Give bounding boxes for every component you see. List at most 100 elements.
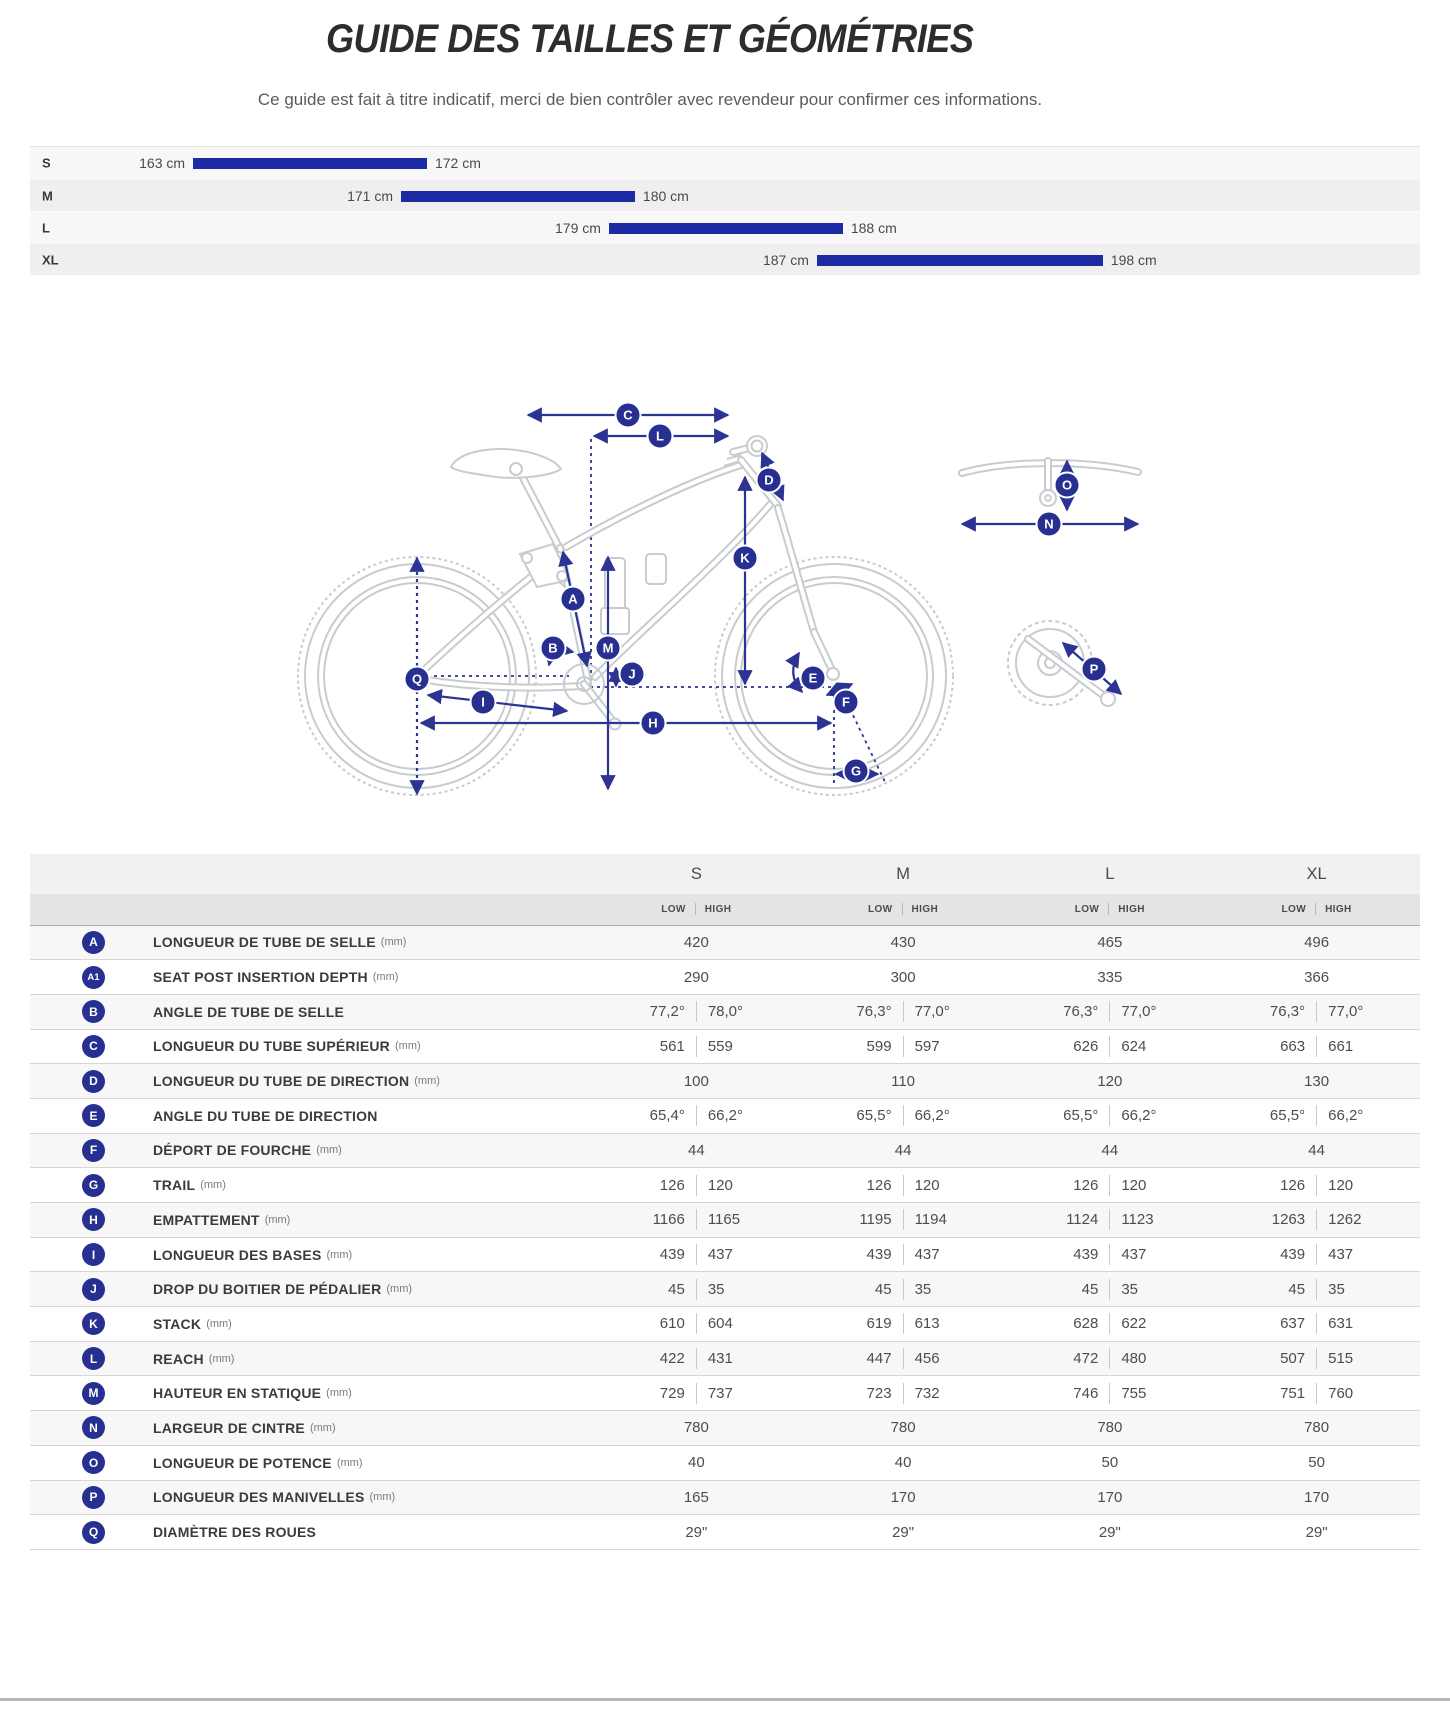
value-cell: 100 — [683, 1072, 709, 1090]
row-badge: L — [82, 1347, 105, 1371]
row-unit: (mm) — [326, 1248, 353, 1261]
diagram-badge-L: L — [646, 422, 674, 450]
value-cell: 130 — [1304, 1072, 1330, 1090]
low-value: 65,5° — [1063, 1107, 1099, 1125]
svg-text:B: B — [548, 641, 557, 656]
low-value: 1195 — [859, 1211, 892, 1229]
row-badge: K — [82, 1312, 105, 1336]
high-value: 78,0° — [707, 1003, 744, 1021]
diagram-badge-N: N — [1035, 510, 1063, 538]
high-value: 66,2° — [1328, 1107, 1364, 1125]
high-value: 35 — [914, 1280, 932, 1298]
row-badge: E — [82, 1104, 105, 1128]
row-unit: (mm) — [380, 936, 407, 949]
handlebar-icon — [958, 457, 1142, 507]
page-title: GUIDE DES TAILLES ET GÉOMÉTRIES — [326, 17, 974, 61]
high-value: 622 — [1121, 1315, 1147, 1333]
value-cell: 40 — [894, 1454, 912, 1472]
max-height-label: 180 cm — [642, 187, 689, 204]
low-value: 77,2° — [649, 1003, 685, 1021]
row-unit: (mm) — [395, 1040, 421, 1053]
diagram-badge-C: C — [614, 401, 642, 429]
value-cell: 780 — [1304, 1419, 1330, 1437]
max-height-label: 172 cm — [434, 155, 481, 171]
min-height-label: 179 cm — [555, 219, 601, 236]
svg-text:C: C — [623, 408, 633, 423]
value-cell: 65,5°66,2° — [1006, 1105, 1213, 1127]
value-cell: 45 35 — [800, 1278, 1007, 1300]
low-value: 126 — [1280, 1176, 1306, 1194]
saddle-icon — [449, 448, 563, 479]
height-range-bar — [816, 254, 1103, 266]
value-cell: 44 — [1101, 1141, 1119, 1159]
high-value: 456 — [914, 1350, 940, 1368]
row-label: LONGUEUR DES BASES — [153, 1246, 322, 1263]
high-value: 1123 — [1121, 1211, 1154, 1229]
value-cell: 44 — [687, 1141, 705, 1159]
low-value: 45 — [1288, 1280, 1306, 1298]
svg-text:K: K — [740, 551, 750, 566]
min-height-label: 171 cm — [347, 187, 393, 204]
low-value: 76,3° — [1269, 1003, 1306, 1021]
low-value: 637 — [1280, 1315, 1306, 1333]
high-value: 77,0° — [1121, 1003, 1157, 1021]
min-height-label: 163 cm — [139, 155, 186, 171]
value-cell: 165 — [683, 1488, 709, 1506]
row-badge: I — [82, 1243, 105, 1267]
diagram-badge-O: O — [1053, 471, 1081, 499]
svg-text:Q: Q — [412, 672, 422, 687]
value-cell: 626 624 — [1006, 1035, 1213, 1057]
svg-text:P: P — [1090, 662, 1099, 677]
high-value: 1165 — [707, 1211, 741, 1229]
diagram-badge-F: F — [832, 688, 860, 716]
svg-text:L: L — [656, 429, 664, 444]
low-value: 45 — [874, 1280, 892, 1298]
row-unit: (mm) — [309, 1421, 336, 1434]
value-cell: 50 — [1308, 1454, 1325, 1472]
low-value: 1166 — [652, 1211, 685, 1229]
value-cell: 29" — [685, 1523, 708, 1541]
diagram-badge-A: A — [559, 585, 587, 613]
row-unit: (mm) — [264, 1213, 291, 1226]
row-label: DROP DU BOITIER DE PÉDALIER — [153, 1281, 382, 1298]
high-value: 624 — [1121, 1037, 1147, 1055]
value-cell: 65,4°66,2° — [593, 1105, 800, 1127]
row-unit: (mm) — [369, 1491, 396, 1504]
bottom-bracket-icon — [563, 663, 840, 731]
svg-text:I: I — [481, 695, 485, 710]
high-value: 604 — [707, 1315, 733, 1333]
row-badge: A — [82, 930, 105, 954]
row-label: LARGEUR DE CINTRE — [153, 1419, 305, 1436]
high-value: 480 — [1121, 1350, 1147, 1368]
value-cell: 335 — [1097, 968, 1123, 986]
high-value: 35 — [707, 1280, 725, 1298]
row-badge: Q — [82, 1520, 105, 1544]
row-label: DIAMÈTRE DES ROUES — [153, 1524, 317, 1541]
value-cell: 65,5°66,2° — [800, 1105, 1007, 1127]
height-range-bar — [400, 190, 635, 202]
value-cell: 40 — [687, 1454, 705, 1472]
value-cell: 430 — [890, 933, 916, 951]
high-value: 437 — [1121, 1246, 1147, 1264]
low-value: 626 — [1073, 1037, 1099, 1055]
size-bar-label: M — [42, 188, 53, 203]
size-bar-label: XL — [42, 252, 59, 267]
low-value: 439 — [1073, 1246, 1099, 1264]
low-value: 561 — [659, 1037, 685, 1055]
